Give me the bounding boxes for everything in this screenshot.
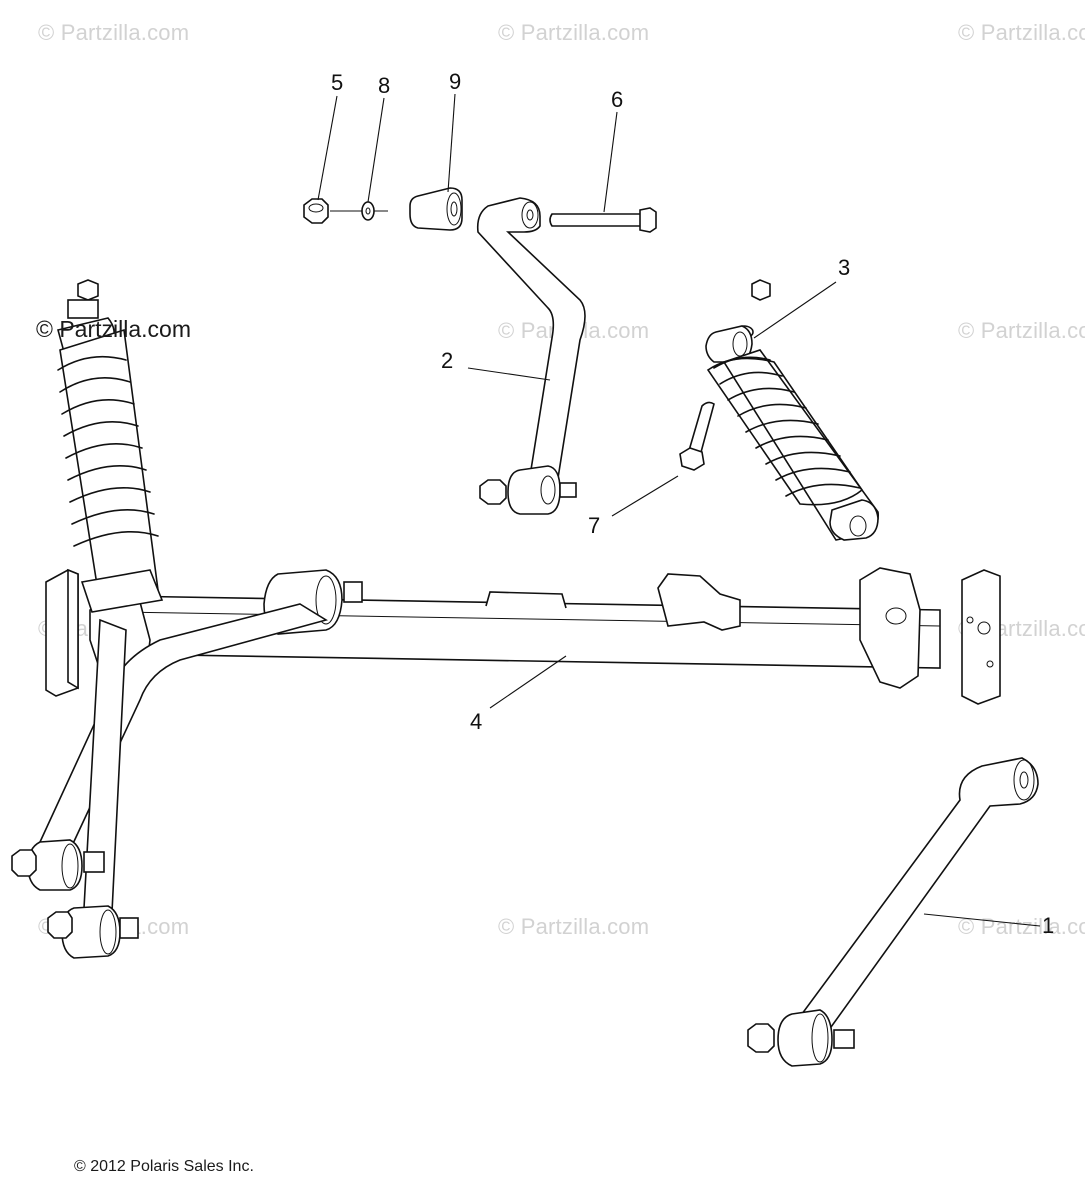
nut-part-5 xyxy=(303,198,329,224)
bolt-part-7 xyxy=(679,401,715,471)
callout-7: 7 xyxy=(588,513,601,538)
footer-copyright: © 2012 Polaris Sales Inc. xyxy=(74,1158,254,1175)
callout-5: 5 xyxy=(331,70,344,95)
radius-rod-part-1 xyxy=(747,757,1039,1067)
left-shock xyxy=(57,279,164,613)
watermark: © Partzilla.com xyxy=(958,318,1085,343)
washer-part-8 xyxy=(361,201,375,221)
leader-lines xyxy=(317,93,1041,927)
callout-2: 2 xyxy=(441,348,454,373)
copyright-label: © Partzilla.com xyxy=(36,316,191,342)
bolt-part-6 xyxy=(549,207,657,233)
watermark: © Partzilla.com xyxy=(958,914,1085,939)
radius-rod-part-2 xyxy=(476,197,586,515)
watermark: © Partzilla.com xyxy=(38,20,190,45)
shock-part-3 xyxy=(705,279,880,541)
callout-9: 9 xyxy=(449,69,462,94)
callout-8: 8 xyxy=(378,73,391,98)
callout-3: 3 xyxy=(838,255,851,280)
bushing-part-9 xyxy=(409,187,463,231)
watermark: © Partzilla.com xyxy=(498,20,650,45)
left-arm-assembly xyxy=(11,569,363,959)
callout-6: 6 xyxy=(611,87,624,112)
callout-1: 1 xyxy=(1042,913,1055,938)
watermark: © Partzilla.com xyxy=(958,20,1085,45)
watermark: © Partzilla.com xyxy=(498,914,650,939)
callout-4: 4 xyxy=(470,709,483,734)
